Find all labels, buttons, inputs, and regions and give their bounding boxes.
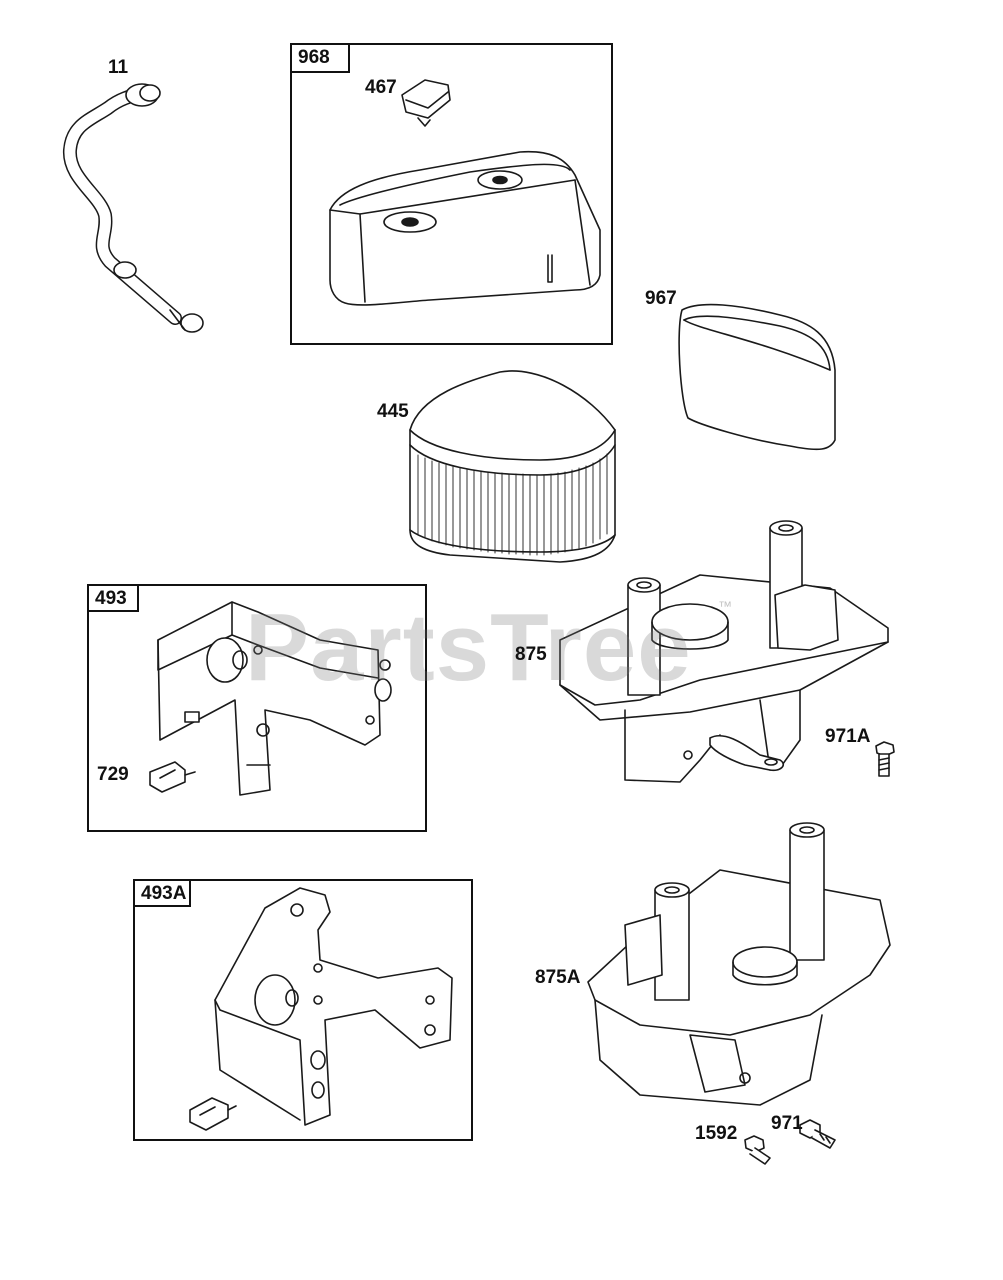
callout-1592: 1592: [695, 1123, 738, 1144]
tube-part-11: [63, 83, 204, 333]
callout-467: 467: [365, 77, 397, 98]
callout-11: 11: [108, 57, 129, 78]
bolt-part-971A: [875, 741, 895, 777]
callout-971: 971: [771, 1113, 803, 1134]
callout-971A: 971A: [825, 726, 871, 747]
bracket-part-493A: [189, 887, 453, 1131]
air-filter-part-445: [409, 370, 616, 563]
kit-frame-493: [87, 584, 427, 832]
kit-label-493A: 493A: [133, 879, 191, 907]
cover-part-968: [329, 150, 601, 306]
callout-445: 445: [377, 401, 409, 422]
bracket-part-493: [149, 601, 392, 796]
callout-729: 729: [97, 764, 129, 785]
watermark-trademark: ™: [718, 598, 732, 614]
bolt-part-971: [799, 1119, 836, 1149]
precleaner-part-967: [678, 303, 836, 451]
kit-frame-493A: [133, 879, 473, 1141]
base-part-875A: [587, 822, 891, 1106]
kit-label-493: 493: [87, 584, 139, 612]
watermark: PartsTree: [245, 594, 692, 701]
base-part-875: [559, 520, 889, 783]
callout-875A: 875A: [535, 967, 581, 988]
bolt-part-1592: [744, 1135, 771, 1165]
kit-label-968: 968: [290, 43, 350, 73]
kit-frame-968: [290, 43, 613, 345]
knob-part-467: [401, 79, 451, 127]
callout-875: 875: [515, 644, 547, 665]
callout-967: 967: [645, 288, 677, 309]
